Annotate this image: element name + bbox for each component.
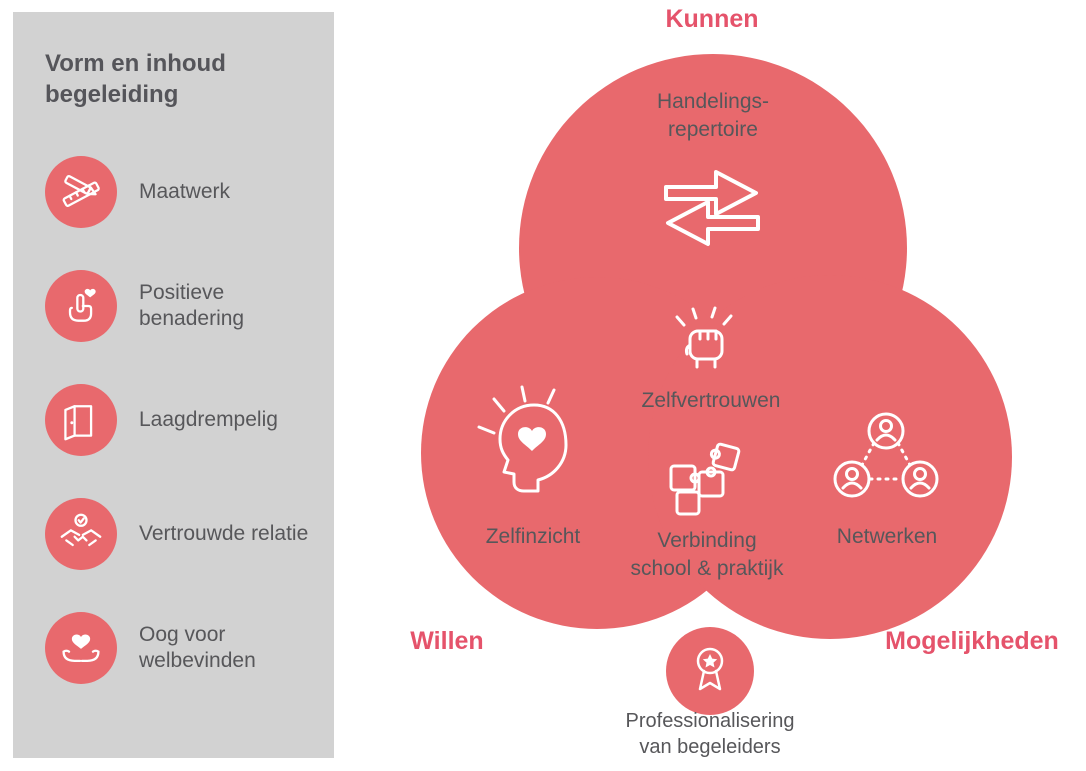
medal-icon	[688, 645, 732, 697]
double-arrows-icon	[658, 160, 766, 256]
pencil-ruler-icon	[45, 156, 117, 229]
professionalisering-circle	[666, 627, 754, 715]
verbinding-label: Verbinding school & praktijk	[630, 529, 784, 580]
pointing-hand-heart-icon	[45, 270, 117, 343]
sidebar-item-label: Maatwerk	[139, 180, 231, 204]
sidebar-item-label: Laagdrempelig	[139, 408, 278, 432]
sidebar-item-label: Positieve benadering	[139, 281, 245, 331]
zelfvertrouwen-label: Zelfvertrouwen	[641, 389, 781, 412]
handshake-check-icon	[45, 498, 117, 571]
list-item-oog-voor-welbevinden: Oog voor welbevinden	[45, 612, 314, 685]
list-item-positieve-benadering: Positieve benadering	[45, 270, 314, 343]
zelfinzicht-label: Zelfinzicht	[485, 525, 581, 548]
sidebar-title: Vorm en inhoud begeleiding	[45, 50, 226, 109]
head-heart-icon	[470, 385, 594, 509]
list-item-vertrouwde-relatie: Vertrouwde relatie	[45, 498, 314, 571]
label-kunnen: Kunnen	[665, 5, 759, 33]
netwerken-label: Netwerken	[836, 525, 938, 548]
raised-fist-icon	[670, 305, 742, 381]
open-door-icon	[45, 384, 117, 457]
list-item-laagdrempelig: Laagdrempelig	[45, 384, 314, 457]
sidebar-item-label: Vertrouwde relatie	[139, 522, 309, 546]
label-mogelijkheden: Mogelijkheden	[885, 627, 1059, 655]
sidebar-item-label: Oog voor welbevinden	[139, 623, 256, 673]
sidebar: Vorm en inhoud begeleiding Maatwerk	[13, 12, 334, 758]
puzzle-icon	[663, 440, 747, 520]
hands-holding-heart-icon	[45, 612, 117, 685]
handelingsrepertoire-label: Handelings- repertoire	[656, 90, 770, 141]
label-willen: Willen	[410, 627, 484, 655]
professionalisering-label: Professionalisering van begeleiders	[625, 710, 795, 758]
list-item-maatwerk: Maatwerk	[45, 156, 314, 229]
people-network-icon	[830, 405, 942, 505]
